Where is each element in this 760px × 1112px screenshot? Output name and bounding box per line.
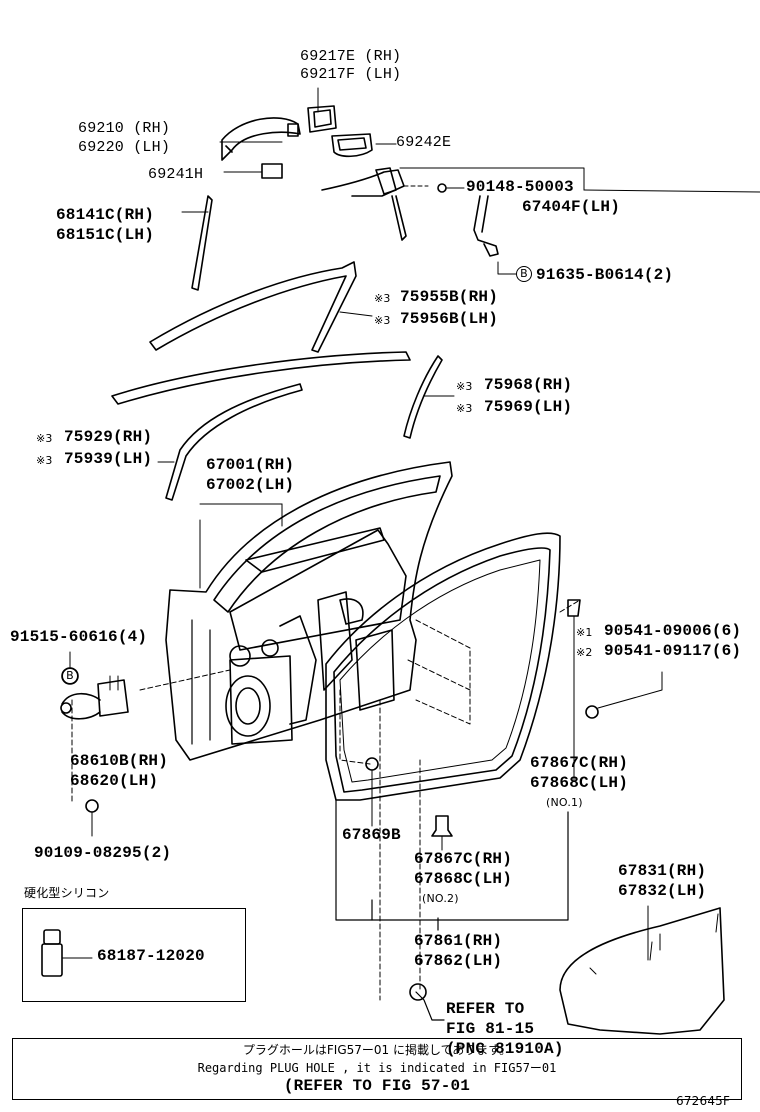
figure-id: 672645F <box>676 1094 731 1108</box>
label-90541-09117: 90541-09117(6) <box>604 642 742 660</box>
grommet-shape <box>409 983 427 1001</box>
label-69241h: 69241H <box>148 166 204 183</box>
label-67001: 67001(RH) <box>206 456 295 474</box>
label-90148: 90148-50003 <box>466 178 574 196</box>
moulding-75929-shape <box>111 351 411 501</box>
label-69210: 69210 (RH) <box>78 120 171 137</box>
label-75929: 75929(RH) <box>64 428 153 446</box>
label-pnc-81910a: (PNC 81910A) <box>446 1040 564 1058</box>
clip-90541-shape <box>567 599 663 781</box>
label-67869b: 67869B <box>342 826 401 844</box>
label-69217f: 69217F (LH) <box>300 66 402 83</box>
label-no2: (NO.2) <box>422 892 459 905</box>
outside-handle-shape <box>221 117 301 161</box>
label-refer-to: REFER TO <box>446 1000 525 1018</box>
label-90541-09006: 90541-09006(6) <box>604 622 742 640</box>
bolt-90109-shape <box>85 799 99 837</box>
label-67862: 67862(LH) <box>414 952 503 970</box>
label-75939: 75939(LH) <box>64 450 153 468</box>
label-68141c: 68141C(RH) <box>56 206 155 224</box>
service-cover-67831-shape <box>559 905 725 1035</box>
label-91515: 91515-60616(4) <box>10 628 148 646</box>
handle-cover-69242-shape <box>331 133 373 158</box>
label-67868c-2: 67868C(LH) <box>414 870 513 888</box>
circle-b-marker-1: B <box>516 266 532 282</box>
pad-69241-shape <box>261 163 283 179</box>
note-line-jp: プラグホールはFIG57ー01 に掲載してあります。 <box>242 1043 512 1057</box>
label-68187: 68187-12020 <box>97 947 205 965</box>
label-67867c-2: 67867C(RH) <box>414 850 513 868</box>
label-69217e: 69217E (RH) <box>300 48 402 65</box>
circle-b-marker-2: B <box>62 668 78 684</box>
note-box: プラグホールはFIG57ー01 に掲載してあります。 Regarding PLU… <box>12 1038 742 1100</box>
silicone-bottle-shape <box>41 929 93 977</box>
mark-2: ※2 <box>576 646 593 659</box>
bracket-lines <box>335 799 569 1021</box>
door-frame-top-shape <box>321 167 499 257</box>
leader-lines-top <box>219 87 760 275</box>
door-weatherstrip-67861-shape <box>325 532 561 801</box>
mark-3-a: ※3 <box>374 292 391 305</box>
label-91635: 91635-B0614(2) <box>536 266 674 284</box>
note-line-en: Regarding PLUG HOLE , it is indicated in… <box>197 1061 557 1075</box>
label-75955b: 75955B(RH) <box>400 288 499 306</box>
label-69242e: 69242E <box>396 134 452 151</box>
label-75969: 75969(LH) <box>484 398 573 416</box>
dashed-leaders <box>71 599 581 1001</box>
label-69220: 69220 (LH) <box>78 139 171 156</box>
label-68151c: 68151C(LH) <box>56 226 155 244</box>
weatherstrip-75955-shape <box>149 261 373 353</box>
label-68610b: 68610B(RH) <box>70 752 169 770</box>
label-67832: 67832(LH) <box>618 882 707 900</box>
label-67002: 67002(LH) <box>206 476 295 494</box>
label-67404f: 67404F(LH) <box>522 198 621 216</box>
silicone-box: 68187-12020 <box>22 908 246 1002</box>
label-67861: 67861(RH) <box>414 932 503 950</box>
label-68620: 68620(LH) <box>70 772 159 790</box>
door-panel-67001-shape <box>165 461 453 761</box>
mark-3-c: ※3 <box>456 380 473 393</box>
label-67868c-1: 67868C(LH) <box>530 774 629 792</box>
mark-1: ※1 <box>576 626 593 639</box>
label-67831: 67831(RH) <box>618 862 707 880</box>
mark-3-d: ※3 <box>456 402 473 415</box>
handle-cap-69217-shape <box>307 105 337 133</box>
division-bar-68141-shape <box>181 195 213 291</box>
door-check-68610-shape <box>60 675 129 720</box>
label-fig-81-15: FIG 81-15 <box>446 1020 535 1038</box>
label-75968: 75968(RH) <box>484 376 573 394</box>
clip-67867-shape <box>431 815 453 851</box>
label-90109: 90109-08295(2) <box>34 844 172 862</box>
screw-67869-shape <box>365 757 379 827</box>
moulding-75968-shape <box>403 355 455 439</box>
silicone-title: 硬化型シリコン <box>24 886 110 900</box>
mark-3-b: ※3 <box>374 314 391 327</box>
label-no1: (NO.1) <box>546 796 583 809</box>
label-75956b: 75956B(LH) <box>400 310 499 328</box>
mark-3-f: ※3 <box>36 454 53 467</box>
label-67867c-1: 67867C(RH) <box>530 754 629 772</box>
note-line-refer: (REFER TO FIG 57-01 <box>283 1077 471 1095</box>
mark-3-e: ※3 <box>36 432 53 445</box>
